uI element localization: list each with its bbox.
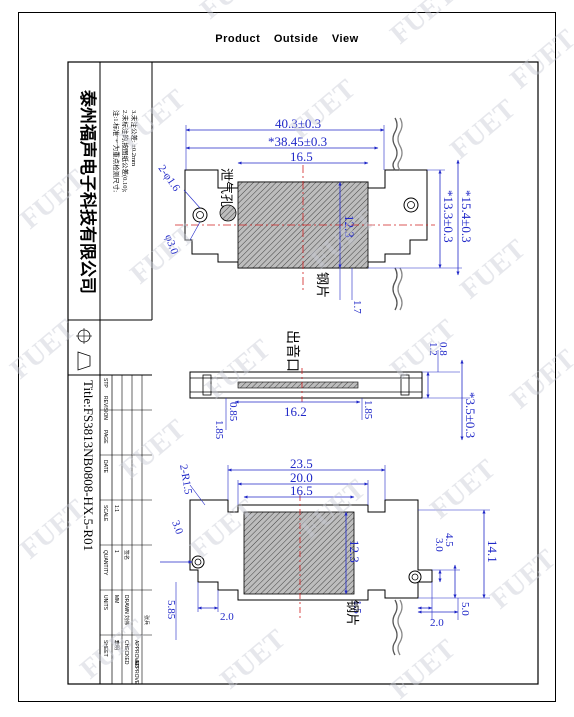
- mount-hole-bottom-right: [408, 570, 422, 584]
- dim-1-85-left: 1.85: [213, 420, 225, 440]
- dim-4-5: 4.5: [443, 533, 455, 547]
- dim-5-85: 5.85: [165, 600, 177, 620]
- side-view: [189, 350, 470, 441]
- dim-16-5-top: 16.5: [290, 149, 313, 164]
- svg-text:REVISION: REVISION: [102, 396, 108, 420]
- page-title: Product Outside View: [215, 33, 359, 45]
- dim-3-5: *3.5±0.3: [463, 392, 478, 438]
- svg-text:FUET: FUET: [385, 313, 462, 385]
- dim-1-5: 1.5: [351, 600, 363, 614]
- drawing-frame: [18, 12, 556, 702]
- label-steel-plate-top: 钢片: [315, 272, 330, 298]
- title-block: [68, 62, 153, 684]
- dim-14-1: 14.1: [485, 540, 500, 563]
- note-3: 3.未注公差: ±0.2mm: [130, 110, 139, 166]
- svg-text:CHECKED: CHECKED: [123, 640, 129, 665]
- dim-1-85-right: 1.85: [362, 400, 374, 420]
- dim-3-0-right: 3.0: [433, 538, 445, 552]
- mount-hole-left: [192, 207, 208, 223]
- note-2: 2.未标注的,按图纸公差(0.10);: [121, 110, 130, 193]
- dim-15-4: *15.4±0.3: [459, 190, 474, 243]
- dim-1-2: 1.2: [427, 342, 439, 356]
- svg-text:FUET: FUET: [385, 0, 462, 50]
- dim-5-0: 5.0: [459, 602, 471, 616]
- dim-2-0-left: 2.0: [220, 611, 234, 623]
- dim-2-0-right: 2.0: [430, 617, 444, 629]
- dim-40-3: 40.3±0.3: [275, 116, 321, 131]
- dim-16-2: 16.2: [284, 404, 307, 419]
- svg-text:FUET: FUET: [445, 93, 522, 165]
- inner-border: [67, 61, 539, 685]
- svg-text:APPROVE: APPROVE: [133, 660, 139, 685]
- bottom-view: [160, 465, 490, 656]
- svg-text:FUET: FUET: [505, 343, 574, 415]
- svg-text:1: 1: [113, 640, 119, 643]
- mount-hole-right: [403, 197, 419, 213]
- dim-12-3-bottom: 12.3: [347, 540, 362, 563]
- dim-1-7: 1.7: [351, 300, 363, 314]
- svg-text:APPROVED: APPROVED: [133, 640, 139, 668]
- svg-text:李明: 李明: [113, 640, 120, 650]
- svg-text:SCALE: SCALE: [102, 505, 108, 522]
- svg-text:STP: STP: [102, 378, 108, 388]
- steel-plate-hatch-bottom: [243, 511, 355, 595]
- title-block-cells: STP REVISION PAGE DATE SCALE 1:1 QUANTIT…: [102, 378, 150, 685]
- svg-text:刘伟: 刘伟: [123, 615, 130, 625]
- svg-text:FUET: FUET: [15, 493, 92, 565]
- dim-12-3-top: 12.3: [342, 215, 357, 238]
- dim-0-85: 0.85: [227, 402, 239, 422]
- svg-text:SHEET: SHEET: [102, 640, 108, 657]
- drawing-title: Title:FS3813NB0808-HX.5-R01: [81, 380, 96, 551]
- svg-text:FUET: FUET: [505, 23, 574, 95]
- top-view: [175, 117, 462, 311]
- dim-3-0-left: 3.0: [169, 519, 185, 536]
- projection-cone-icon: [77, 351, 91, 371]
- svg-text:UNITS: UNITS: [102, 595, 108, 611]
- dim-0-8: 0.8: [437, 342, 449, 356]
- company-name: 泰州福声电子科技有限公司: [78, 90, 98, 294]
- svg-text:FUET: FUET: [425, 453, 502, 525]
- svg-text:MM: MM: [113, 595, 119, 603]
- svg-text:DRAWN: DRAWN: [123, 595, 129, 614]
- svg-text:FUET: FUET: [75, 613, 152, 685]
- vent-hole: [219, 204, 237, 222]
- svg-text:1: 1: [113, 550, 119, 553]
- svg-text:签名: 签名: [123, 550, 130, 560]
- dim-16-5-bottom: 16.5: [290, 483, 313, 498]
- svg-text:FUET: FUET: [125, 218, 202, 290]
- svg-text:1:1: 1:1: [113, 505, 119, 512]
- label-vent-hole: 泄气孔: [219, 168, 234, 207]
- svg-text:PAGE: PAGE: [102, 430, 108, 444]
- svg-text:FUET: FUET: [385, 633, 462, 705]
- label-steel-plate-bottom: 钢片: [345, 600, 360, 626]
- dim-20-0: 20.0: [290, 470, 313, 485]
- label-sound-outlet: 出音口: [284, 330, 301, 372]
- dim-13-3: *13.3±0.3: [441, 190, 456, 243]
- svg-text:FUET: FUET: [455, 233, 532, 305]
- note-1: 注:1.标准"*"为重点检测尺寸;: [112, 110, 121, 192]
- dim-38-45: *38.45±0.3: [268, 134, 327, 149]
- dim-2-phi-1-6: 2-φ1.6: [156, 163, 183, 194]
- svg-text:张兵: 张兵: [143, 615, 150, 625]
- dim-23-5: 23.5: [290, 456, 313, 471]
- svg-text:FUET: FUET: [195, 0, 272, 25]
- dim-2-r1-5: 2-R1.5: [177, 463, 194, 495]
- svg-text:DATE: DATE: [102, 460, 108, 474]
- svg-text:QUANTITY: QUANTITY: [102, 550, 108, 576]
